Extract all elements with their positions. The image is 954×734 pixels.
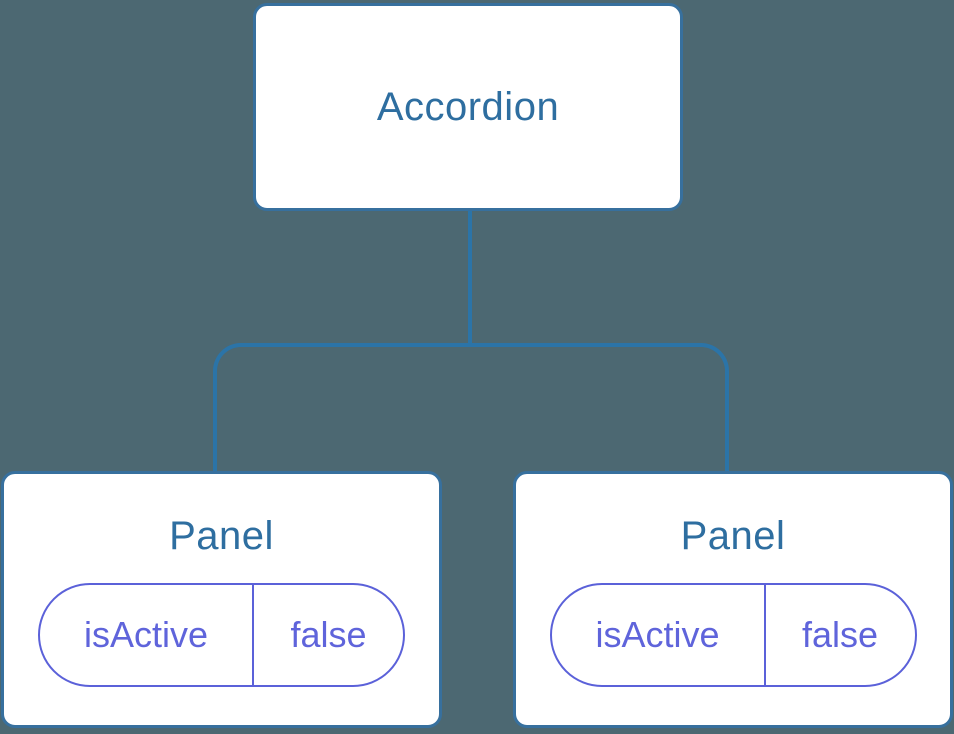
state-pill: isActive false <box>549 582 917 687</box>
accordion-node: Accordion <box>253 3 683 211</box>
state-value: false <box>801 613 879 655</box>
connector-branch <box>213 343 729 473</box>
state-key: isActive <box>552 584 766 685</box>
panel-node-label: Panel <box>169 513 274 558</box>
connector-stem <box>468 209 472 347</box>
state-key: isActive <box>40 584 254 685</box>
accordion-node-label: Accordion <box>376 85 560 129</box>
panel-node-right: Panel isActive false <box>513 471 953 728</box>
state-value: false <box>290 613 367 655</box>
panel-node-label: Panel <box>680 513 786 558</box>
state-pill: isActive false <box>38 582 405 687</box>
panel-node-left: Panel isActive false <box>1 471 442 728</box>
